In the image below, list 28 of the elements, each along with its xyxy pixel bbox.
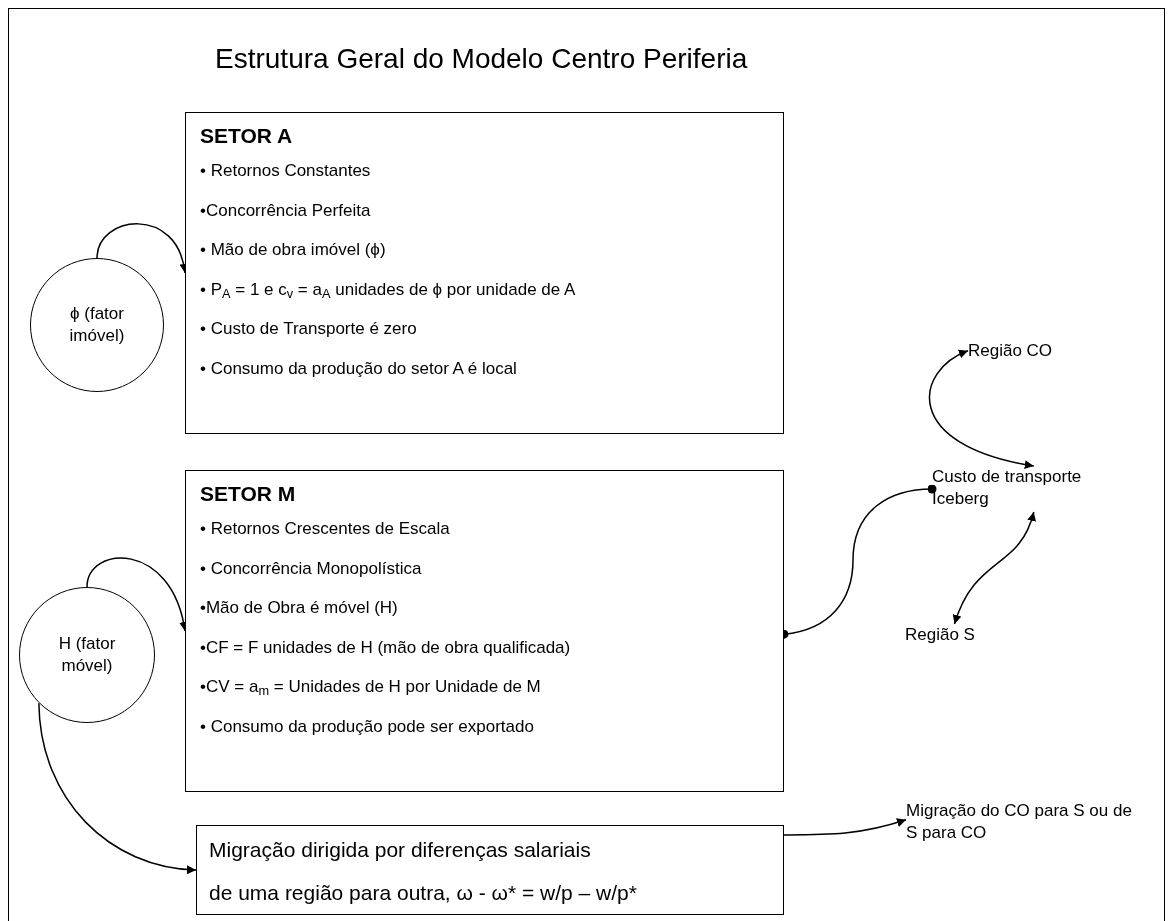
bullet-text: •Mão de Obra é móvel (H) (200, 597, 398, 619)
bullet-text: • Retornos Crescentes de Escala (200, 518, 450, 540)
node-text: Região CO (968, 340, 1068, 362)
sector-heading: SETOR A (200, 123, 293, 149)
arrow (928, 350, 1035, 469)
arrow (38, 702, 197, 874)
sector-heading: SETOR M (200, 481, 296, 507)
bullet-text: • Retornos Constantes (200, 160, 371, 182)
node-text: Região S (905, 624, 995, 646)
sector-box (185, 470, 784, 792)
node-text: Migração do CO para S ou de S para CO (906, 800, 1146, 844)
bullet-text: •CF = F unidades de H (mão de obra qualificada) (200, 636, 571, 659)
bullet-text: •Concorrência Perfeita (200, 199, 371, 222)
migration-text: de uma região para outra, ω - ω* = w/p – w/p* (209, 880, 637, 906)
arrow (783, 818, 907, 836)
bullet-text: • Consumo da produção do setor A é local (200, 357, 517, 380)
arrow (953, 511, 1036, 625)
node-text: Custo de transporte Iceberg (932, 466, 1117, 510)
title: Estrutura Geral do Modelo Centro Periferia (215, 42, 748, 76)
migration-text: Migração dirigida por diferenças salariais (209, 837, 591, 863)
migration-box (196, 825, 784, 915)
bullet-text: • Mão de obra imóvel (ϕ) (200, 239, 386, 261)
sector-box (185, 112, 784, 434)
bullet-text: • Custo de Transporte é zero (200, 318, 417, 340)
bullet-text: • Concorrência Monopolística (200, 557, 422, 580)
bullet-text: • Consumo da produção pode ser exportado (200, 715, 534, 738)
bullet-text: •CV = a$_{m}$ = Unidades de H por Unidade de M (200, 676, 541, 701)
bullet-text: • P$_{A}$ = 1 e c$_{v}$ = a$_{A}$ unidades de ϕ por unidade de A (200, 278, 576, 303)
